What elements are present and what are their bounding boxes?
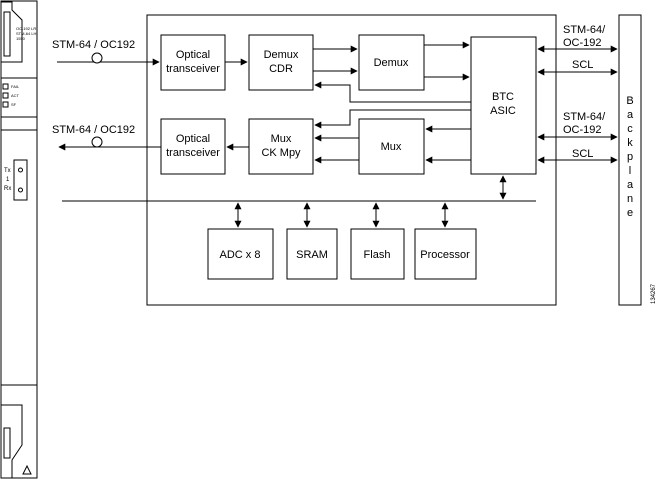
act-led xyxy=(2,92,9,99)
card-title: OC-192 LR STM-64 LH 1550 xyxy=(16,26,37,41)
optical-transceiver-rx: Optical transceiver xyxy=(160,34,226,91)
svg-text:Mux: Mux xyxy=(381,141,402,153)
processor-block: Processor xyxy=(414,228,477,280)
port-connector xyxy=(13,159,28,201)
svg-text:transceiver: transceiver xyxy=(166,147,220,159)
svg-text:e: e xyxy=(627,207,633,219)
rx-port xyxy=(18,187,23,193)
svg-text:Optical: Optical xyxy=(176,49,210,61)
svg-text:Demux: Demux xyxy=(374,57,409,69)
demux-block: Demux xyxy=(358,34,425,91)
output-fiber-icon xyxy=(91,136,103,148)
svg-text:Rx: Rx xyxy=(4,186,11,192)
svg-text:k: k xyxy=(627,137,633,149)
status-leds: FAIL ACT SF xyxy=(2,83,20,108)
svg-text:CK Mpy: CK Mpy xyxy=(261,147,301,159)
svg-text:1550: 1550 xyxy=(16,36,26,41)
svg-text:Demux: Demux xyxy=(264,49,299,61)
svg-text:l: l xyxy=(629,165,631,177)
svg-text:SRAM: SRAM xyxy=(296,249,328,261)
svg-text:OC-192 LR: OC-192 LR xyxy=(16,26,36,31)
fail-led xyxy=(2,83,9,90)
svg-text:transceiver: transceiver xyxy=(166,63,220,75)
tx-path-arrows xyxy=(226,109,471,164)
svg-text:a: a xyxy=(627,109,634,121)
svg-text:STM-64/: STM-64/ xyxy=(563,24,606,36)
svg-text:STM-64/: STM-64/ xyxy=(563,111,606,123)
bottom-ejector-slot xyxy=(3,427,11,459)
top-ejector-slot xyxy=(3,11,11,57)
svg-text:SCL: SCL xyxy=(572,59,593,71)
svg-text:B: B xyxy=(626,95,633,107)
svg-text:Optical: Optical xyxy=(176,133,210,145)
svg-text:ADC x 8: ADC x 8 xyxy=(220,249,261,261)
sf-led xyxy=(2,101,9,108)
svg-text:Tx: Tx xyxy=(4,168,11,174)
sram-block: SRAM xyxy=(286,228,338,280)
internal-bus xyxy=(62,175,536,228)
svg-text:ASIC: ASIC xyxy=(490,105,516,117)
optical-transceiver-tx: Optical transceiver xyxy=(160,118,226,175)
svg-text:SCL: SCL xyxy=(572,148,593,160)
adc-block: ADC x 8 xyxy=(207,228,274,280)
warning-icon xyxy=(22,464,32,475)
svg-text:1: 1 xyxy=(6,177,10,183)
svg-text:BTC: BTC xyxy=(492,91,514,103)
backplane-label: B a c k p l a n e xyxy=(626,95,634,219)
mux-block: Mux xyxy=(358,118,425,175)
svg-text:STM-64 / OC192: STM-64 / OC192 xyxy=(52,124,135,136)
output-signal: STM-64 / OC192 xyxy=(52,124,161,151)
demux-cdr-block: Demux CDR xyxy=(248,34,314,91)
svg-text:Processor: Processor xyxy=(420,249,470,261)
rx-path-arrows xyxy=(225,41,471,103)
svg-text:Flash: Flash xyxy=(364,249,391,261)
flash-block: Flash xyxy=(350,228,405,280)
input-signal: STM-64 / OC192 xyxy=(52,39,160,66)
input-fiber-icon xyxy=(91,52,103,64)
svg-text:a: a xyxy=(627,179,634,191)
svg-text:OC-192: OC-192 xyxy=(563,37,602,49)
backplane: B a c k p l a n e 134267 xyxy=(618,14,657,306)
mux-ckmpy-block: Mux CK Mpy xyxy=(248,118,314,175)
svg-text:CDR: CDR xyxy=(269,63,293,75)
card-faceplate: OC-192 LR STM-64 LH 1550 FAIL ACT SF Tx … xyxy=(0,0,38,479)
btc-asic-block: BTC ASIC xyxy=(470,36,537,175)
svg-text:OC-192: OC-192 xyxy=(563,124,602,136)
svg-text:SF: SF xyxy=(11,102,17,107)
backplane-bar xyxy=(618,14,642,306)
svg-text:c: c xyxy=(627,123,633,135)
svg-text:n: n xyxy=(627,193,633,205)
figure-id: 134267 xyxy=(651,283,657,304)
backplane-links: STM-64/ OC-192 SCL STM-64/ OC-192 SCL xyxy=(537,24,618,164)
optical-port: Tx 1 Rx xyxy=(4,159,28,201)
svg-text:Mux: Mux xyxy=(271,133,292,145)
svg-text:STM-64 / OC192: STM-64 / OC192 xyxy=(52,39,135,51)
svg-text:STM-64 LH: STM-64 LH xyxy=(16,31,37,36)
svg-text:ACT: ACT xyxy=(11,93,20,98)
svg-text:p: p xyxy=(627,151,633,163)
svg-text:FAIL: FAIL xyxy=(11,84,20,89)
tx-port xyxy=(18,167,23,173)
